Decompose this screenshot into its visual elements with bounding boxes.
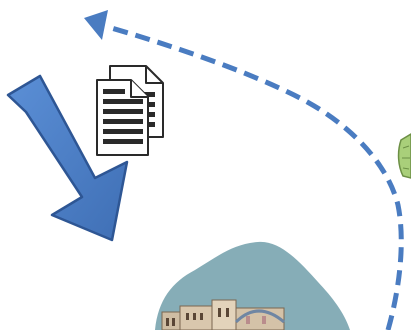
- documents-icon: [97, 66, 163, 155]
- dashed-arrow-head: [84, 10, 108, 40]
- green-object-icon: [399, 134, 411, 178]
